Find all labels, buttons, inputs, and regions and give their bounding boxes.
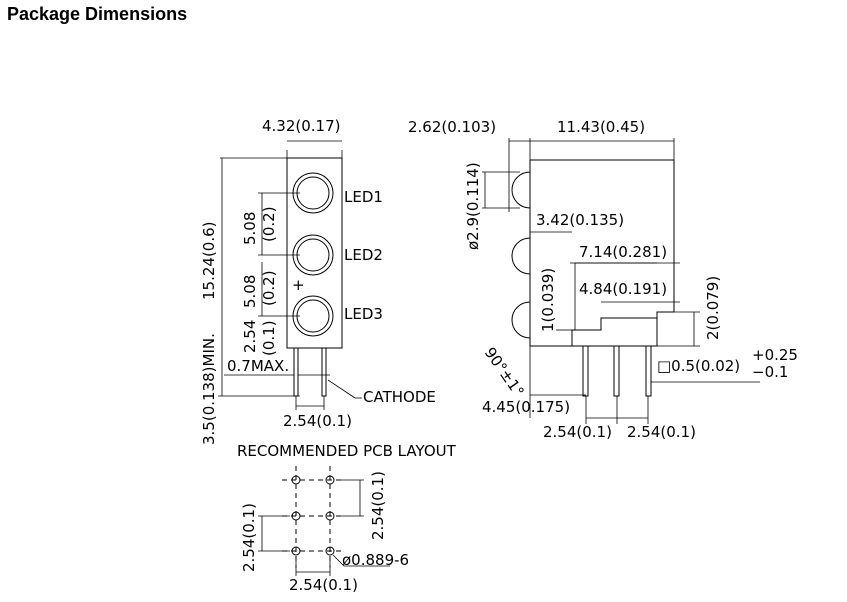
dim-2: 2(0.079) [704,276,722,340]
led3-label: LED3 [344,305,383,323]
front-lead-right [321,347,327,397]
offset-in: (0.1) [260,320,278,356]
lens-diameter-dim: ø2.9(0.114) [464,162,482,250]
pcb-layout-title: RECOMMENDED PCB LAYOUT [237,442,457,460]
pcb-vert-right: 2.54(0.1) [369,471,387,540]
pcb-horiz: 2.54(0.1) [289,576,358,594]
pcb-hole [291,546,301,556]
side-pitch-a: 2.54(0.1) [543,423,612,441]
front-lead-pitch: 2.54(0.1) [283,412,352,430]
led1-lens-inner [296,176,330,210]
lead-width-dim: 0.7MAX. [227,357,289,375]
side-view: 2.62(0.103) 11.43(0.45) ø2.9(0.114) 3.42… [408,118,798,441]
pitch-1-mm: 5.08 [241,212,259,245]
tol-minus: −0.1 [752,363,788,381]
pitch-1-in: (0.2) [260,206,278,242]
led2-lens-inner [296,238,330,272]
side-lead-2 [613,345,620,397]
front-view: LED1 LED2 LED3 + 4.32(0.17) 15.24(0.6) 3… [200,117,436,445]
pcb-hole [291,475,301,485]
side-lead-3 [645,345,652,397]
pcb-vert-left: 2.54(0.1) [240,503,258,572]
front-housing-outline [286,157,343,349]
pcb-hole [325,511,335,521]
pcb-hole [291,511,301,521]
front-width-dim: 4.32(0.17) [262,117,341,135]
side-step [571,317,657,346]
dim-484: 4.84(0.191) [579,280,667,298]
dim-1: 1(0.039) [539,268,557,332]
dim-445: 4.45(0.175) [482,398,570,416]
led2-label: LED2 [344,246,383,264]
side-pitch-b: 2.54(0.1) [627,423,696,441]
side-lead-1 [582,345,589,397]
led3-lens-inner [296,299,330,333]
tol-plus: +0.25 [752,346,798,364]
dim-342: 3.42(0.135) [536,211,624,229]
pcb-layout: RECOMMENDED PCB LAYOUT 2.54(0.1) 2.54(0.… [237,442,457,594]
offset-mm: 2.54 [241,320,259,353]
pitch-2-mm: 5.08 [241,275,259,308]
page-title: Package Dimensions [7,4,188,24]
lead-length-dim: 3.5(0.138)MIN. [200,333,218,445]
angle-dim: 90°±1° [481,344,528,400]
lead-square-dim: □0.5(0.02) [657,357,740,375]
polarity-plus: + [292,276,305,294]
front-height-dim: 15.24(0.6) [200,221,218,300]
depth-dim: 11.43(0.45) [557,118,645,136]
dim-714: 7.14(0.281) [579,243,667,261]
front-lead-left [293,347,299,397]
cathode-label: CATHODE [363,388,436,406]
led1-label: LED1 [344,188,383,206]
side-lens-3 [511,301,531,339]
pcb-hole [325,475,335,485]
side-lens-2 [511,237,531,275]
lens-protrusion-dim: 2.62(0.103) [408,118,496,136]
pitch-2-in: (0.2) [260,270,278,306]
side-lens-1 [511,171,531,209]
pcb-hole-dim: ø0.889-6 [342,551,409,569]
pcb-hole [325,546,335,556]
